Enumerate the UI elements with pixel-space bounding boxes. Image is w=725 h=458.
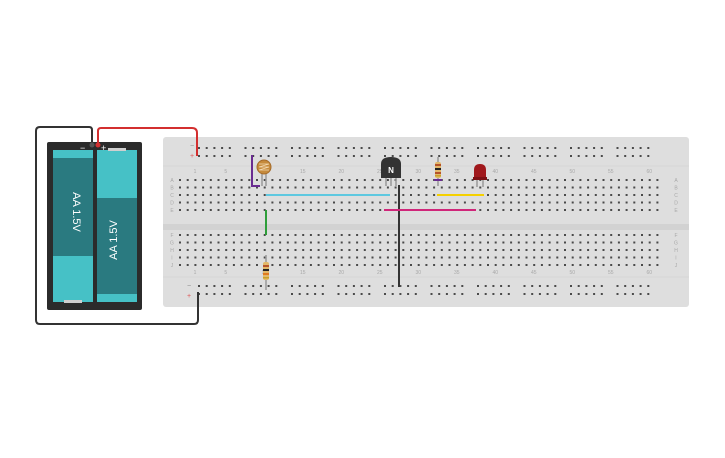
row-letter: H xyxy=(170,248,174,254)
row-letter: E xyxy=(170,208,174,214)
battery-minus-terminal: − xyxy=(80,143,85,153)
row-letter: C xyxy=(170,193,174,199)
row-letter: B xyxy=(170,186,174,192)
top-resistor[interactable] xyxy=(435,157,441,186)
breadboard-holes[interactable] xyxy=(179,147,659,295)
column-number-bottom: 35 xyxy=(454,270,460,276)
rail-plus-top: + xyxy=(190,153,194,160)
photoresistor[interactable] xyxy=(256,159,272,186)
column-number-top: 1 xyxy=(194,169,197,175)
column-number-top: 15 xyxy=(300,169,306,175)
battery-cell-1-label: AA 1.5V xyxy=(70,192,82,232)
column-number-bottom: 50 xyxy=(570,270,576,276)
row-letter: C xyxy=(674,193,678,199)
row-letter: A xyxy=(170,178,174,184)
breadboard xyxy=(163,137,689,307)
column-number-top: 25 xyxy=(377,169,383,175)
rail-minus-bottom: − xyxy=(187,283,191,290)
row-letter: A xyxy=(674,178,678,184)
red-led[interactable] xyxy=(473,164,487,187)
row-letter: G xyxy=(170,241,174,247)
battery-red-wire[interactable] xyxy=(97,127,198,156)
column-number-bottom: 1 xyxy=(194,270,197,276)
battery-pack[interactable]: AA 1.5V AA 1.5V − + xyxy=(47,142,142,310)
column-number-top: 30 xyxy=(416,169,422,175)
row-letter: I xyxy=(675,256,676,262)
column-number-bottom: 5 xyxy=(224,270,227,276)
battery-plus-terminal: + xyxy=(101,143,106,153)
row-letter: J xyxy=(171,263,174,269)
battery-cell-2-label: AA 1.5V xyxy=(108,219,120,259)
column-number-bottom: 15 xyxy=(300,270,306,276)
purple-wire[interactable] xyxy=(251,155,260,187)
row-letter: B xyxy=(674,186,678,192)
row-letter: H xyxy=(674,248,678,254)
transistor-label: N xyxy=(388,166,394,175)
column-number-top: 55 xyxy=(608,169,614,175)
column-number-top: 45 xyxy=(531,169,537,175)
row-letter: D xyxy=(674,201,678,207)
column-number-bottom: 45 xyxy=(531,270,537,276)
bottom-resistor[interactable] xyxy=(263,255,269,290)
column-number-top: 40 xyxy=(493,169,499,175)
row-letter: E xyxy=(674,208,678,214)
column-number-bottom: 60 xyxy=(647,270,653,276)
rail-plus-bottom: + xyxy=(187,293,191,300)
column-number-bottom: 30 xyxy=(416,270,422,276)
column-number-bottom: 40 xyxy=(493,270,499,276)
column-number-bottom: 20 xyxy=(339,270,345,276)
battery-black-wire[interactable] xyxy=(35,126,199,325)
row-letter: J xyxy=(675,263,678,269)
rail-minus-top: − xyxy=(190,143,194,150)
row-letter: D xyxy=(170,201,174,207)
column-number-top: 35 xyxy=(454,169,460,175)
npn-transistor[interactable]: N xyxy=(381,157,401,186)
row-letter: G xyxy=(674,241,678,247)
row-letter: F xyxy=(170,233,173,239)
column-number-top: 5 xyxy=(224,169,227,175)
row-letter: I xyxy=(171,256,172,262)
column-number-bottom: 55 xyxy=(608,270,614,276)
column-number-top: 50 xyxy=(570,169,576,175)
row-letter: F xyxy=(674,233,677,239)
column-number-top: 20 xyxy=(339,169,345,175)
column-number-bottom: 25 xyxy=(377,270,383,276)
column-number-top: 60 xyxy=(647,169,653,175)
